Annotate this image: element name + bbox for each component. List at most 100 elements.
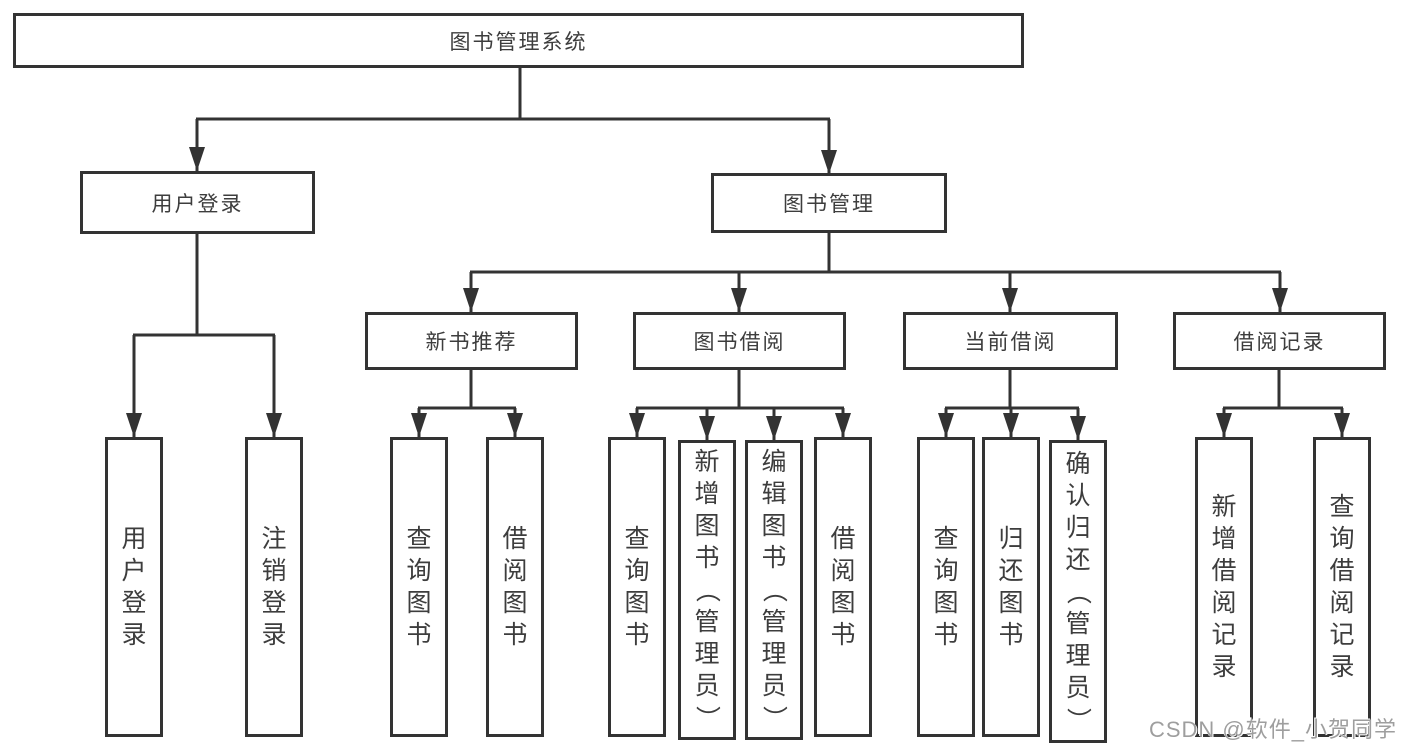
vertical-char: 理 (761, 640, 787, 668)
vertical-char: 还 (1065, 545, 1091, 574)
leaf-user-login: 用户登录 (105, 437, 163, 737)
node-current-borrowing: 当前借阅 (903, 312, 1118, 370)
arrowhead (411, 413, 427, 437)
csdn-watermark: CSDN @软件_小贺同学 (1148, 717, 1397, 742)
vertical-char: 询 (406, 557, 432, 585)
vertical-char: 询 (933, 557, 959, 585)
leaf-add-borrow-record: 新增借阅记录 (1195, 437, 1253, 737)
vertical-char: 阅 (1329, 589, 1355, 617)
vertical-char: 录 (1329, 653, 1355, 681)
arrowhead (1334, 413, 1350, 437)
vertical-char: 理 (1065, 641, 1091, 670)
leaf-query-books-borrowing: 查询图书 (608, 437, 666, 737)
vertical-char: 理 (694, 640, 720, 668)
vertical-char: 阅 (830, 557, 856, 585)
vertical-char: 查 (624, 525, 650, 553)
leaf-query-books-recommend: 查询图书 (390, 437, 448, 737)
vertical-char: 记 (1211, 621, 1237, 649)
vertical-char: 书 (761, 544, 787, 572)
vertical-char: 查 (933, 525, 959, 553)
node-book-borrowing-label: 图书借阅 (693, 331, 786, 354)
tree-edges (132, 68, 1344, 440)
vertical-char: 员 (1065, 673, 1091, 702)
vertical-char: 销 (261, 557, 287, 585)
vertical-char: 确 (1065, 449, 1091, 478)
vertical-char: 增 (694, 480, 720, 508)
vertical-char: 用 (121, 525, 147, 553)
vertical-char: 书 (406, 621, 432, 649)
arrowhead (938, 413, 954, 437)
vertical-char: 借 (1211, 557, 1237, 585)
leaf-confirm-return-admin: 确认归还 （ 管理员 ） (1049, 440, 1107, 743)
vertical-char: 询 (624, 557, 650, 585)
vertical-char: 增 (1211, 525, 1237, 553)
leaf-borrow-books-recommend: 借阅图书 (486, 437, 544, 737)
vertical-char: 图 (998, 589, 1024, 617)
vertical-char: 登 (261, 589, 287, 617)
vertical-char: 图 (502, 589, 528, 617)
node-book-management-label: 图书管理 (783, 193, 875, 216)
arrowhead (189, 147, 205, 171)
vertical-char: 录 (1211, 653, 1237, 681)
arrowhead (821, 150, 837, 174)
node-current-borrowing-label: 当前借阅 (964, 331, 1057, 354)
vertical-char: 借 (830, 525, 856, 553)
leaf-query-borrow-record: 查询借阅记录 (1313, 437, 1371, 737)
node-library-management-system-label: 图书管理系统 (449, 30, 588, 54)
vertical-char: （ (693, 577, 721, 603)
vertical-char: 书 (694, 544, 720, 572)
vertical-char: 记 (1329, 621, 1355, 649)
node-book-management: 图书管理 (711, 173, 947, 233)
vertical-char: 归 (1065, 513, 1091, 542)
vertical-char: 编 (761, 448, 787, 476)
node-borrowing-records-label: 借阅记录 (1233, 331, 1326, 354)
vertical-char: 新 (694, 448, 720, 476)
vertical-char: 新 (1211, 493, 1237, 521)
vertical-char: 书 (933, 621, 959, 649)
vertical-char: 还 (998, 557, 1024, 585)
vertical-char: （ (760, 577, 788, 603)
vertical-char: 书 (830, 621, 856, 649)
vertical-char: ） (1064, 706, 1092, 732)
leaf-return-books: 归还图书 (982, 437, 1040, 737)
vertical-char: 管 (761, 608, 787, 636)
arrowhead (1070, 416, 1086, 440)
arrowhead (1216, 413, 1232, 437)
vertical-char: 借 (502, 525, 528, 553)
leaf-query-books-current: 查询图书 (917, 437, 975, 737)
leaf-add-books-admin: 新增图书（管理员） (678, 440, 736, 740)
vertical-char: 录 (261, 621, 287, 649)
vertical-char: 注 (261, 525, 287, 553)
arrowhead (266, 413, 282, 437)
vertical-char: 认 (1065, 481, 1091, 510)
vertical-char: 借 (1329, 557, 1355, 585)
vertical-char: 员 (694, 672, 720, 700)
vertical-char: 户 (121, 557, 147, 585)
vertical-char: 管 (1065, 609, 1091, 638)
node-user-login-label: 用户登录 (151, 192, 244, 216)
vertical-char: 查 (406, 525, 432, 553)
node-new-book-recommendation: 新书推荐 (365, 312, 578, 370)
vertical-char: 图 (761, 512, 787, 540)
vertical-char: 阅 (1211, 589, 1237, 617)
vertical-char: 图 (624, 589, 650, 617)
vertical-char: 登 (121, 589, 147, 617)
node-borrowing-records: 借阅记录 (1173, 312, 1386, 370)
vertical-char: 询 (1329, 525, 1355, 553)
arrowhead (731, 288, 747, 312)
vertical-char: 书 (624, 621, 650, 649)
arrowhead (1002, 288, 1018, 312)
vertical-char: 录 (121, 621, 147, 649)
vertical-char: ） (693, 705, 721, 731)
leaf-edit-books-admin: 编辑图书（管理员） (745, 440, 803, 740)
vertical-char: 查 (1329, 493, 1355, 521)
node-user-login: 用户登录 (80, 171, 315, 234)
node-new-book-recommendation-label: 新书推荐 (425, 331, 518, 354)
vertical-char: （ (1064, 578, 1092, 604)
vertical-char: 书 (998, 621, 1024, 649)
leaf-logout: 注销登录 (245, 437, 303, 737)
node-book-borrowing: 图书借阅 (633, 312, 846, 370)
arrowhead (507, 413, 523, 437)
